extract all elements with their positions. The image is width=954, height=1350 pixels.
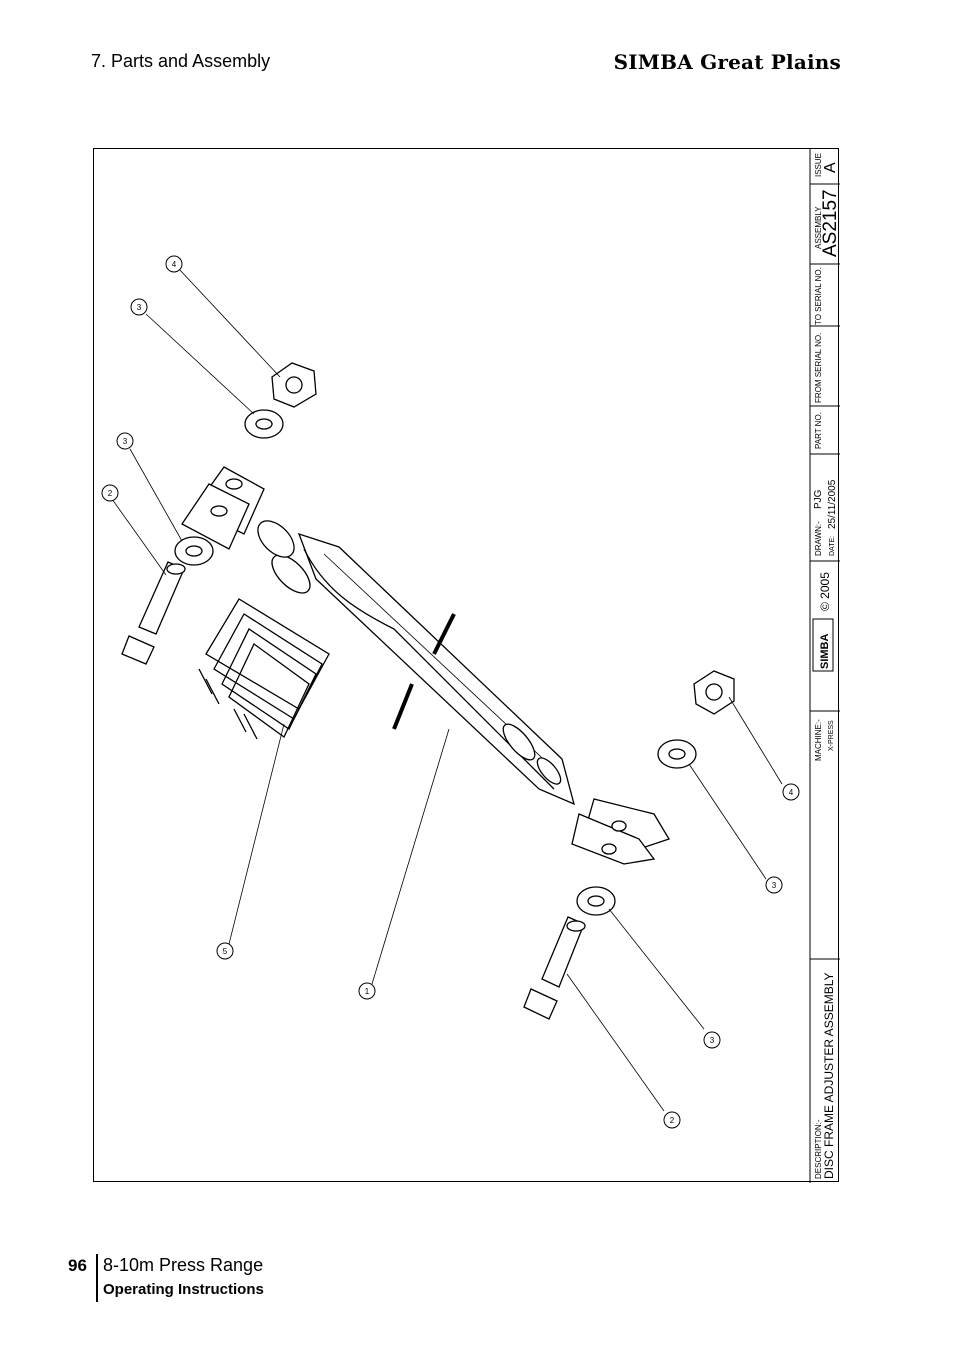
svg-text:3: 3 (772, 881, 777, 890)
description-label: DESCRIPTION:- (814, 1119, 823, 1179)
balloon-1: 1 (358, 982, 376, 1000)
title-block (809, 149, 840, 1183)
footer-title: 8-10m Press Range (103, 1255, 264, 1275)
date-value: 25/11/2005 (827, 479, 838, 529)
svg-text:2: 2 (670, 1116, 675, 1125)
svg-text:4: 4 (172, 260, 177, 269)
svg-text:3: 3 (710, 1036, 715, 1045)
balloon-3-right: 3 (765, 876, 783, 894)
machine-value: X-PRESS (828, 720, 835, 751)
footer-divider (96, 1254, 98, 1302)
simba-stamp: SIMBA (812, 618, 834, 672)
svg-text:3: 3 (123, 437, 128, 446)
section-heading: 7. Parts and Assembly (91, 51, 271, 71)
simba-logo: SIMBA (819, 634, 831, 670)
assembly-drawing: ISSUE A ASSEMBLY AS2157 TO SERIAL NO. FR… (93, 148, 840, 1183)
to-serial-label: TO SERIAL NO. (814, 267, 823, 325)
drawn-value: PJG (813, 489, 824, 509)
balloon-3-top: 3 (130, 298, 148, 316)
drawn-label: DRAWN:- (814, 521, 823, 556)
balloon-4-right: 4 (782, 783, 800, 801)
svg-text:2: 2 (108, 489, 113, 498)
issue-label: ISSUE (814, 153, 823, 177)
balloon-4-top: 4 (165, 255, 183, 273)
page-number: 96 (68, 1256, 87, 1275)
svg-text:4: 4 (789, 788, 794, 797)
brand-logo: SIMBA Great Plains (613, 50, 841, 74)
balloon-5: 5 (216, 942, 234, 960)
issue-value: A (822, 162, 839, 173)
parts-illustration (111, 268, 783, 1112)
svg-text:5: 5 (223, 947, 228, 956)
balloon-2-bottom: 2 (663, 1111, 681, 1129)
part-no-label: PART NO. (814, 412, 823, 449)
machine-label: MACHINE:- (814, 719, 823, 761)
assembly-label: ASSEMBLY (814, 206, 823, 249)
balloon-3-bottom: 3 (703, 1031, 721, 1049)
spacer-stack (198, 598, 330, 740)
copyright: © 2005 (818, 572, 832, 611)
svg-text:1: 1 (365, 987, 370, 996)
description: DISC FRAME ADJUSTER ASSEMBLY (822, 973, 836, 1180)
footer-subtitle: Operating Instructions (103, 1281, 264, 1298)
balloon-3-mid: 3 (116, 432, 134, 450)
balloon-2-top: 2 (101, 484, 119, 502)
assembly-number: AS2157 (820, 189, 840, 257)
svg-text:3: 3 (137, 303, 142, 312)
date-label: DATE: (829, 536, 836, 556)
from-serial-label: FROM SERIAL NO. (814, 333, 823, 403)
item-balloons: 4 3 3 2 5 1 4 3 3 2 (101, 255, 800, 1129)
